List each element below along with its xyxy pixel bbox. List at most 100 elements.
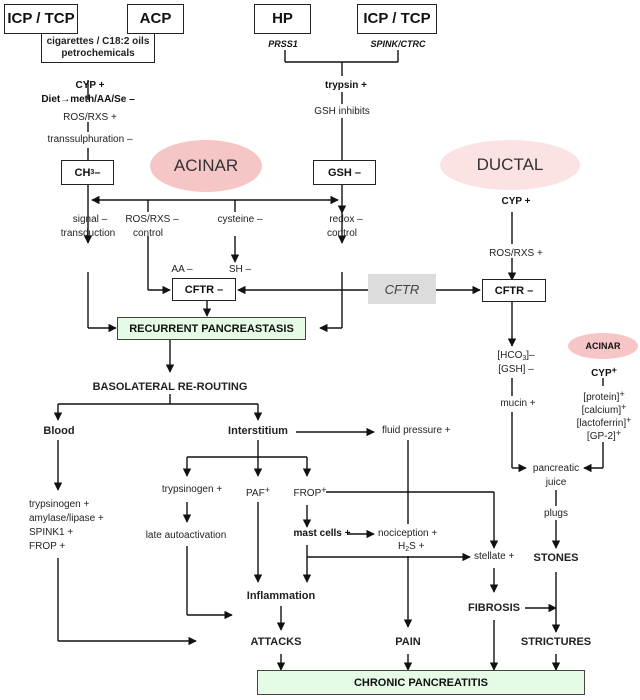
ros-control-label: ROS/RXS – (125, 214, 179, 225)
recurrent-pancreastasis-box: RECURRENT PANCREASTASIS (117, 317, 306, 340)
juice-label: juice (545, 477, 567, 488)
stellate-label: stellate + (474, 551, 515, 562)
pancreatic-label: pancreatic (532, 463, 580, 474)
environment-box: cigarettes / C18:2 oils petrochemicals (41, 34, 155, 63)
late-autoactivation-label: late autoactivation (145, 530, 227, 541)
cftr-acinar-label: CFTR – (184, 283, 224, 296)
h2s-label: H2S + (398, 541, 424, 556)
cyp-acinar-secretion-label: CYP+ (591, 364, 617, 380)
cyp-text: CYP (591, 368, 612, 379)
nociception-label: nociception + (378, 528, 438, 539)
diet-label: Diet→meth/AA/Se – (41, 94, 135, 105)
lactoferrin-text: [lactoferrin] (576, 418, 627, 429)
protein-sign: + (619, 389, 625, 399)
cftr-gene-label: CFTR (384, 281, 420, 297)
frop-label: FROP+ (293, 484, 326, 500)
paf-text: PAF (246, 488, 265, 499)
prss1-gene-label: PRSS1 (268, 39, 298, 49)
hco3-subscript: 3 (522, 355, 527, 362)
hco3-sign: ]– (526, 350, 535, 361)
aa-label: AA – (171, 264, 193, 275)
inflammation-label: Inflammation (246, 590, 316, 602)
hco3-text: [HCO (497, 350, 523, 361)
paf-sign: + (264, 485, 270, 495)
mast-cells-label: mast cells + (293, 528, 351, 539)
chronic-pancreatitis-label: CHRONIC PANCREATITIS (353, 676, 489, 689)
signal-label: signal – (72, 214, 108, 225)
spink-ctrc-gene-label: SPINK/CTRC (370, 39, 426, 49)
icp-tcp-right-box: ICP / TCP (357, 4, 437, 34)
icp-tcp-right-label: ICP / TCP (363, 10, 431, 27)
gsh-ductal-label: [GSH] – (498, 364, 534, 375)
h2s-sign: S + (409, 541, 425, 552)
acinar-small-region: ACINAR (568, 333, 638, 359)
environment-line-2: petrochemicals (61, 48, 135, 59)
cyp-left-label: CYP + (75, 80, 105, 91)
basolateral-rerouting-label: BASOLATERAL RE-ROUTING (92, 381, 248, 393)
blood-item-trypsinogen: trypsinogen + (29, 499, 90, 510)
acp-label: ACP (139, 10, 172, 27)
blood-label: Blood (43, 425, 75, 437)
plugs-label: plugs (544, 508, 568, 519)
gsh-box: GSH – (313, 160, 376, 185)
gp2-sign: + (615, 428, 622, 438)
trypsin-label: trypsin + (325, 80, 367, 91)
control-label-1: control (132, 228, 164, 239)
calcium-sign: + (621, 402, 627, 412)
h2s-subscript: 2 (405, 546, 410, 553)
redox-label: redox – (329, 214, 363, 225)
ductal-label: DUCTAL (476, 155, 544, 174)
ch3-subscript: 3 (90, 169, 95, 176)
ros-rxs-ductal-label: ROS/RXS + (489, 248, 543, 259)
recurrent-pancreastasis-label: RECURRENT PANCREASTASIS (129, 322, 294, 335)
cyp-sign: + (611, 365, 617, 375)
gsh-label: GSH – (327, 166, 361, 179)
blood-item-spink1: SPINK1 + (29, 527, 74, 538)
ch3-sign: – (94, 166, 101, 179)
frop-text: FROP (293, 488, 322, 499)
pain-label: PAIN (395, 636, 421, 648)
cyp-ductal-label: CYP + (501, 196, 531, 207)
trypsinogen-interstitium-label: trypsinogen + (161, 484, 223, 495)
transduction-label: transduction (60, 228, 116, 239)
chronic-pancreatitis-box: CHRONIC PANCREATITIS (257, 670, 585, 695)
lactoferrin-sign: + (626, 415, 632, 425)
gp2-text: [GP-2] (586, 431, 616, 442)
attacks-label: ATTACKS (250, 636, 302, 648)
acp-box: ACP (127, 4, 184, 34)
cftr-gene-box: CFTR (368, 274, 436, 304)
sh-label: SH – (228, 264, 252, 275)
blood-item-amylase-lipase: amylase/lipase + (29, 513, 104, 524)
gp2-label: [GP-2]+ (587, 427, 621, 443)
cftr-ductal-label: CFTR – (494, 284, 534, 297)
gsh-inhibits-label: GSH inhibits (314, 106, 370, 117)
interstitium-label: Interstitium (228, 425, 288, 437)
transsulphuration-label: transsulphuration – (47, 134, 133, 145)
blood-item-frop: FROP + (29, 541, 66, 552)
strictures-label: STRICTURES (520, 636, 592, 648)
hco3-label: [HCO3]– (497, 350, 534, 365)
cftr-ductal-box: CFTR – (482, 279, 546, 302)
h2s-text: H (398, 541, 406, 552)
cftr-acinar-box: CFTR – (172, 278, 236, 301)
protein-label: [protein]+ (583, 388, 624, 404)
ch3-label: CH (74, 166, 91, 179)
fibrosis-label: FIBROSIS (468, 602, 520, 614)
acinar-label: ACINAR (173, 156, 239, 175)
calcium-text: [calcium] (581, 405, 622, 416)
calcium-label: [calcium]+ (582, 401, 627, 417)
lactoferrin-label: [lactoferrin]+ (577, 414, 632, 430)
icp-tcp-left-box: ICP / TCP (4, 4, 78, 34)
paf-label: PAF+ (246, 484, 270, 500)
protein-text: [protein] (583, 392, 620, 403)
environment-line-1: cigarettes / C18:2 oils (46, 36, 150, 47)
hp-label: HP (272, 10, 293, 27)
acinar-small-label: ACINAR (585, 341, 621, 351)
ros-rxs-left-label: ROS/RXS + (63, 112, 117, 123)
cysteine-label: cysteine – (217, 214, 263, 225)
mucin-label: mucin + (500, 398, 536, 409)
control-label-2: control (326, 228, 358, 239)
frop-sign: + (321, 485, 327, 495)
